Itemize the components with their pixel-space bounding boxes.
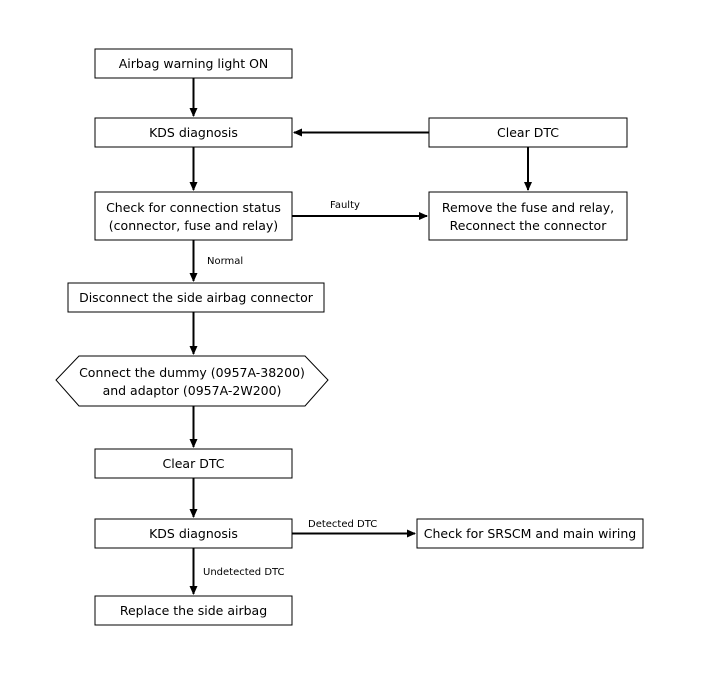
step-remove-fuse: Remove the fuse and relay, Reconnect the… bbox=[428, 191, 628, 241]
step-clear-dtc-right: Clear DTC bbox=[428, 117, 628, 148]
label-detected-dtc: Detected DTC bbox=[308, 519, 377, 530]
step-check-connection-line2: (connector, fuse and relay) bbox=[109, 218, 278, 233]
step-kds-diagnosis-2: KDS diagnosis bbox=[94, 518, 293, 549]
step-disconnect-side: Disconnect the side airbag connector bbox=[67, 282, 325, 313]
step-check-srscm: Check for SRSCM and main wiring bbox=[416, 518, 644, 549]
step-clear-dtc-2: Clear DTC bbox=[94, 448, 293, 479]
step-connect-dummy-line1: Connect the dummy (0957A-38200) bbox=[79, 365, 305, 380]
step-warning-light: Airbag warning light ON bbox=[94, 48, 293, 79]
label-faulty: Faulty bbox=[330, 200, 360, 211]
step-check-srscm-text: Check for SRSCM and main wiring bbox=[424, 526, 637, 541]
step-clear-dtc-right-text: Clear DTC bbox=[497, 125, 559, 140]
step-replace-side-airbag: Replace the side airbag bbox=[94, 595, 293, 626]
step-disconnect-side-text: Disconnect the side airbag connector bbox=[79, 290, 314, 305]
step-remove-fuse-line2: Reconnect the connector bbox=[450, 218, 608, 233]
step-kds-diagnosis-2-text: KDS diagnosis bbox=[149, 526, 238, 541]
step-kds-diagnosis-1-text: KDS diagnosis bbox=[149, 125, 238, 140]
step-warning-light-text: Airbag warning light ON bbox=[119, 56, 269, 71]
step-check-connection: Check for connection status (connector, … bbox=[94, 191, 293, 241]
step-remove-fuse-line1: Remove the fuse and relay, bbox=[442, 200, 614, 215]
step-clear-dtc-2-text: Clear DTC bbox=[163, 456, 225, 471]
label-undetected-dtc: Undetected DTC bbox=[203, 567, 285, 578]
step-replace-side-airbag-text: Replace the side airbag bbox=[120, 603, 267, 618]
step-connect-dummy: Connect the dummy (0957A-38200) and adap… bbox=[55, 355, 329, 407]
label-normal: Normal bbox=[207, 256, 243, 267]
step-connect-dummy-line2: and adaptor (0957A-2W200) bbox=[103, 383, 282, 398]
step-kds-diagnosis-1: KDS diagnosis bbox=[94, 117, 293, 148]
step-check-connection-line1: Check for connection status bbox=[106, 200, 281, 215]
